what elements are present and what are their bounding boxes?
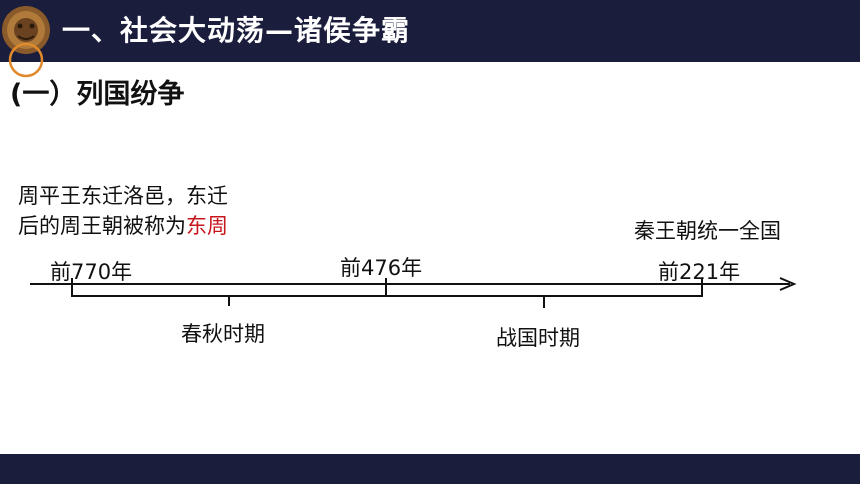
note-line-2: 后的周王朝被称为东周 — [18, 210, 228, 240]
timeline-arrow-icon — [779, 277, 797, 291]
period-label-spring-autumn: 春秋时期 — [181, 322, 265, 346]
period-label-warring-states: 战国时期 — [496, 326, 580, 350]
note-line-2-text: 后的周王朝被称为 — [18, 214, 186, 238]
note-line-1: 周平王东迁洛邑，东迁 — [18, 184, 228, 208]
header-bar: 一、社会大动荡—诸侯争霸 — [0, 0, 860, 62]
warring-states-bracket — [385, 278, 703, 297]
date-label-221bc: 前221年 — [658, 260, 741, 284]
section-subtitle: (一）列国纷争 — [10, 79, 185, 110]
qin-unification-label: 秦王朝统一全国 — [634, 219, 781, 243]
eastern-zhou-highlight: 东周 — [186, 214, 228, 238]
lion-knocker-icon — [2, 6, 50, 78]
spring-autumn-bracket — [71, 278, 387, 297]
footer-bar — [0, 454, 860, 484]
date-label-476bc: 前476年 — [340, 256, 423, 280]
date-label-770bc: 前770年 — [50, 260, 133, 284]
page-title: 一、社会大动荡—诸侯争霸 — [62, 14, 411, 47]
